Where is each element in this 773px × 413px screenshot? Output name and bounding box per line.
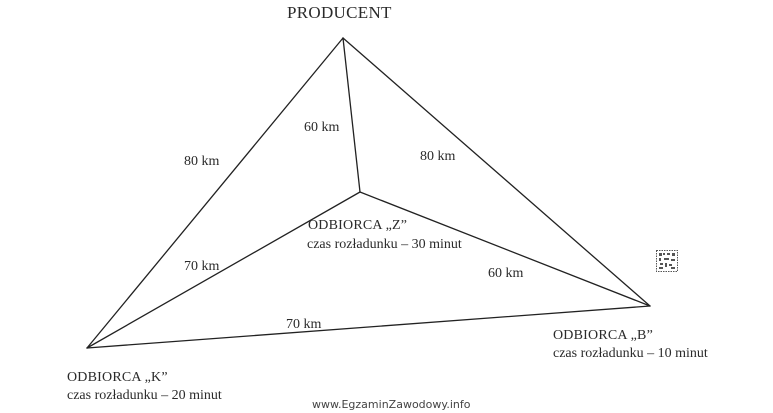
edge-producent-b [342, 37, 651, 307]
node-b-detail: czas rozładunku – 10 minut [553, 346, 708, 361]
node-k-detail: czas rozładunku – 20 minut [67, 388, 222, 403]
edge-producent-b-label: 80 km [420, 149, 456, 164]
edge-producent-z-label: 60 km [304, 120, 340, 135]
node-z-name: ODBIORCA „Z” [308, 218, 408, 233]
edge-z-k-label: 70 km [184, 259, 220, 274]
edge-k-b [86, 305, 651, 349]
edge-z-b-label: 60 km [488, 266, 524, 281]
node-k-name: ODBIORCA „K” [67, 370, 168, 385]
node-z-detail: czas rozładunku – 30 minut [307, 237, 462, 252]
watermark-url: www.EgzaminZawodowy.info [312, 398, 471, 411]
edge-k-b-label: 70 km [286, 317, 322, 332]
edge-producent-k [86, 37, 344, 349]
edge-z-k [86, 191, 361, 349]
edge-producent-k-label: 80 km [184, 154, 220, 169]
node-b-name: ODBIORCA „B” [553, 328, 654, 343]
edge-producent-z [342, 37, 361, 193]
watermark-badge-icon [656, 250, 678, 272]
node-producent-label: PRODUCENT [287, 3, 392, 22]
edge-z-b [359, 191, 651, 307]
